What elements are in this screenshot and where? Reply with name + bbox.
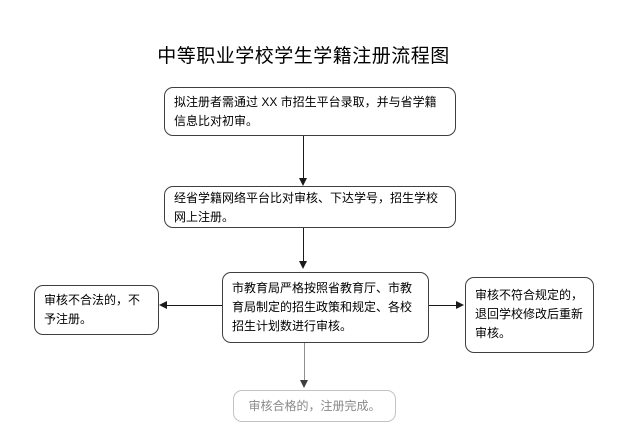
arrowhead-right-icon [456,301,464,309]
node-registration-complete: 审核合格的，注册完成。 [233,390,396,422]
node-reject-not-registered: 审核不合法的，不予注册。 [34,285,159,335]
arrowhead-down-icon [300,380,308,388]
arrowhead-down-icon [299,178,307,186]
page-title: 中等职业学校学生学籍注册流程图 [157,46,450,67]
node-step2-platform-review: 经省学籍网络平台比对审核、下达学号，招生学校网上注册。 [164,186,456,228]
node-step3-bureau-review: 市教育局严格按照省教育厅、市教育局制定的招生政策和规定、各校招生计划数进行审核。 [222,272,429,343]
arrow-line [429,305,457,306]
arrow-line [303,228,304,262]
node-step1-enrollment-check: 拟注册者需通过 XX 市招生平台录取，并与省学籍信息比对初审。 [164,87,456,136]
arrow-line [304,343,305,381]
node-return-for-revision: 审核不符合规定的，退回学校修改后重新审核。 [465,277,594,353]
arrowhead-down-icon [299,261,307,269]
arrow-line [303,136,304,179]
arrowhead-left-icon [159,301,167,309]
arrow-line [167,305,222,306]
